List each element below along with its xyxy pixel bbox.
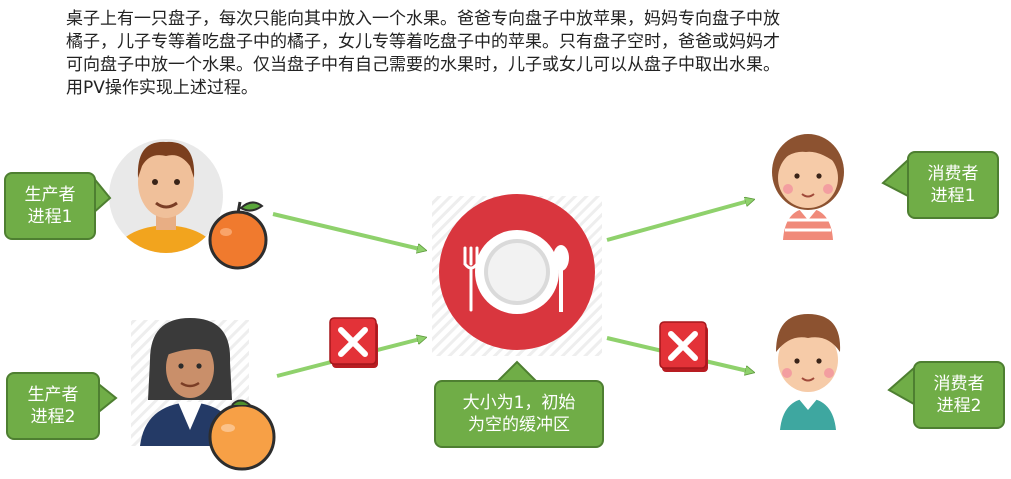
consumer2-label-line2: 进程2	[936, 396, 982, 416]
bubble-tail	[881, 157, 909, 198]
problem-line-3: 可向盘子中放一个水果。仅当盘子中有自己需要的水果时，儿子或女儿可以从盘子中取出水…	[66, 55, 780, 75]
buffer-label: 大小为1，初始 为空的缓冲区	[434, 380, 604, 448]
consumer2-label-line1: 消费者	[933, 374, 985, 394]
consumer1-label-line2: 进程1	[930, 186, 976, 206]
producer1-label-line2: 进程1	[27, 207, 73, 227]
plate-icon	[432, 194, 602, 356]
buffer-label-line1: 大小为1，初始	[462, 393, 576, 413]
arrow-producer1-to-buffer	[272, 212, 424, 250]
buffer-label-line2: 为空的缓冲区	[467, 415, 570, 435]
consumer2-label: 消费者 进程2	[913, 361, 1005, 429]
producer1-label: 生产者 进程1	[4, 172, 96, 240]
producer2-label-line1: 生产者	[27, 385, 79, 405]
consumer1-label-line1: 消费者	[927, 164, 979, 184]
father-avatar	[109, 139, 223, 253]
arrow-buffer-to-consumer1	[606, 200, 752, 242]
problem-line-4: 用PV操作实现上述过程。	[66, 78, 258, 98]
problem-line-1: 桌子上有一只盘子，每次只能向其中放入一个水果。爸爸专向盘子中放苹果，妈妈专向盘子…	[66, 9, 780, 29]
consumer1-label: 消费者 进程1	[907, 151, 999, 219]
orange-icon	[208, 399, 276, 471]
son-avatar	[776, 314, 841, 430]
producer1-label-line1: 生产者	[24, 185, 76, 205]
problem-statement: 桌子上有一只盘子，每次只能向其中放入一个水果。爸爸专向盘子中放苹果，妈妈专向盘子…	[66, 8, 966, 100]
problem-line-2: 橘子，儿子专等着吃盘子中的橘子，女儿专等着吃盘子中的苹果。只有盘子空时，爸爸或妈…	[66, 32, 780, 52]
bubble-tail	[887, 365, 915, 406]
daughter-avatar	[772, 134, 844, 240]
producer2-label: 生产者 进程2	[6, 372, 100, 440]
cross-icon	[329, 317, 378, 368]
cross-icon	[659, 321, 708, 372]
apple-icon	[208, 201, 268, 270]
producer2-label-line2: 进程2	[30, 407, 76, 427]
bubble-tail	[494, 360, 540, 383]
